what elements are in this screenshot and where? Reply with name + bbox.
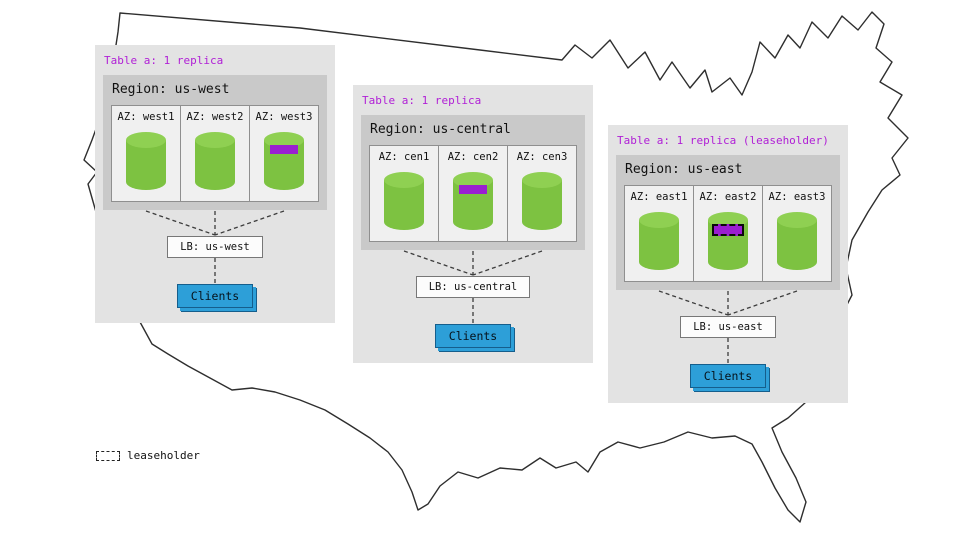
database-cylinder-icon xyxy=(522,172,562,230)
database-cylinder-icon xyxy=(126,132,166,190)
database-node xyxy=(705,210,751,272)
connector-lines xyxy=(658,290,798,316)
replica-range-marker xyxy=(270,145,298,154)
az-box-cen3: AZ: cen3 xyxy=(507,145,577,242)
region-title: Region: us-west xyxy=(112,82,230,97)
database-cylinder-icon xyxy=(708,212,748,270)
az-box-east1: AZ: east1 xyxy=(624,185,694,282)
az-row: AZ: cen1 AZ: cen2 AZ: cen3 xyxy=(369,145,577,242)
region-title: Region: us-central xyxy=(370,122,511,137)
az-label: AZ: cen3 xyxy=(516,151,568,163)
legend: leaseholder xyxy=(96,449,200,462)
table-replica-label: Table a: 1 replica xyxy=(362,94,482,107)
load-balancer-box: LB: us-west xyxy=(167,236,263,258)
region-panel-us-east: Region: us-east AZ: east1 AZ: east2 xyxy=(616,155,840,290)
connector-line-vertical xyxy=(727,338,729,364)
az-row: AZ: west1 AZ: west2 AZ: west xyxy=(111,105,319,202)
clients-box: Clients xyxy=(689,364,767,388)
clients-box: Clients xyxy=(176,284,254,308)
load-balancer-box: LB: us-central xyxy=(415,276,531,298)
region-card-us-central: Table a: 1 replica Region: us-central AZ… xyxy=(353,85,593,363)
connector-line-vertical xyxy=(472,298,474,324)
clients-box: Clients xyxy=(434,324,512,348)
leaseholder-swatch-icon xyxy=(96,450,120,461)
database-node xyxy=(774,210,820,272)
region-panel-us-west: Region: us-west AZ: west1 AZ: west2 xyxy=(103,75,327,210)
az-label: AZ: west3 xyxy=(255,111,313,123)
database-cylinder-icon xyxy=(384,172,424,230)
az-box-east2: AZ: east2 xyxy=(693,185,763,282)
region-card-us-east: Table a: 1 replica (leaseholder) Region:… xyxy=(608,125,848,403)
az-label: AZ: west1 xyxy=(117,111,175,123)
database-cylinder-icon xyxy=(639,212,679,270)
region-panel-us-central: Region: us-central AZ: cen1 AZ: cen2 xyxy=(361,115,585,250)
legend-label: leaseholder xyxy=(127,449,200,462)
az-box-west1: AZ: west1 xyxy=(111,105,181,202)
connector-line-vertical xyxy=(214,258,216,284)
table-replica-label: Table a: 1 replica xyxy=(104,54,224,67)
region-card-us-west: Table a: 1 replica Region: us-west AZ: w… xyxy=(95,45,335,323)
region-title: Region: us-east xyxy=(625,162,743,177)
database-node xyxy=(192,130,238,192)
az-label: AZ: east2 xyxy=(699,191,757,203)
connector-lines xyxy=(403,250,543,276)
database-cylinder-icon xyxy=(264,132,304,190)
az-box-cen1: AZ: cen1 xyxy=(369,145,439,242)
database-node xyxy=(261,130,307,192)
load-balancer-box: LB: us-east xyxy=(680,316,776,338)
database-node xyxy=(450,170,496,232)
az-label: AZ: cen1 xyxy=(378,151,430,163)
replica-range-marker-leaseholder xyxy=(712,224,744,236)
az-box-west2: AZ: west2 xyxy=(180,105,250,202)
database-cylinder-icon xyxy=(777,212,817,270)
database-node xyxy=(123,130,169,192)
az-label: AZ: east3 xyxy=(768,191,826,203)
az-label: AZ: cen2 xyxy=(447,151,499,163)
az-box-west3: AZ: west3 xyxy=(249,105,319,202)
database-node xyxy=(519,170,565,232)
database-node xyxy=(636,210,682,272)
az-row: AZ: east1 AZ: east2 AZ: east xyxy=(624,185,832,282)
database-cylinder-icon xyxy=(195,132,235,190)
connector-lines xyxy=(145,210,285,236)
az-label: AZ: east1 xyxy=(630,191,688,203)
az-box-east3: AZ: east3 xyxy=(762,185,832,282)
replica-range-marker xyxy=(459,185,487,194)
database-node xyxy=(381,170,427,232)
table-replica-label: Table a: 1 replica (leaseholder) xyxy=(617,134,829,147)
az-label: AZ: west2 xyxy=(186,111,244,123)
database-cylinder-icon xyxy=(453,172,493,230)
az-box-cen2: AZ: cen2 xyxy=(438,145,508,242)
